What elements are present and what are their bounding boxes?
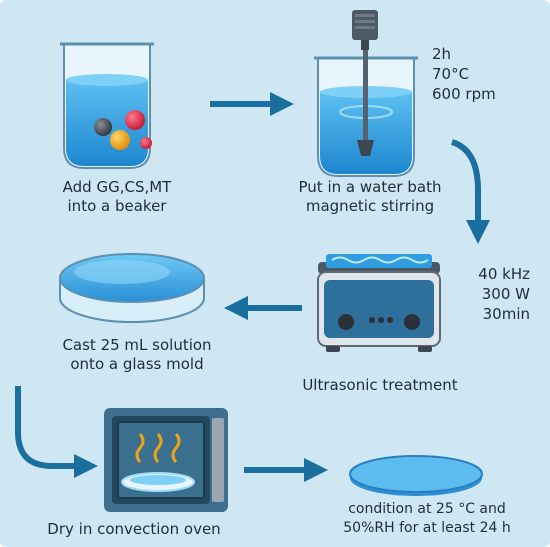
beaker-icon xyxy=(60,42,154,169)
step4-line2: onto a glass mold xyxy=(70,355,204,373)
step4-line1: Cast 25 mL solution xyxy=(62,336,212,354)
step6-line2: 50%RH for at least 24 h xyxy=(343,520,511,536)
step3-param-power: 300 W xyxy=(481,285,530,303)
step3-label: Ultrasonic treatment xyxy=(280,376,480,395)
step4-label: Cast 25 mL solution onto a glass mold xyxy=(42,336,232,374)
step2-parameters: 2h 70°C 600 rpm xyxy=(432,44,496,104)
step3-line1: Ultrasonic treatment xyxy=(302,376,458,394)
step3-param-frequency: 40 kHz xyxy=(478,265,530,283)
stirrer-beaker-icon xyxy=(314,10,418,177)
arrow-step2-to-step3 xyxy=(450,139,490,244)
ultrasonic-bath-icon xyxy=(317,254,441,352)
step5-line1: Dry in convection oven xyxy=(47,520,221,538)
film-disc-icon xyxy=(349,455,483,496)
arrow-step4-to-step5 xyxy=(15,386,98,478)
step3-parameters: 40 kHz 300 W 30min xyxy=(460,264,530,324)
step3-param-duration: 30min xyxy=(482,305,530,323)
petri-dish-icon xyxy=(59,253,205,323)
step2-line1: Put in a water bath xyxy=(298,178,442,196)
step2-line2: magnetic stirring xyxy=(305,197,435,215)
oven-icon xyxy=(104,408,228,512)
step1-label: Add GG,CS,MT into a beaker xyxy=(52,178,182,216)
step1-line1: Add GG,CS,MT xyxy=(62,178,172,196)
step2-param-temperature: 70°C xyxy=(432,65,470,83)
step6-line1: condition at 25 °C and xyxy=(348,501,506,517)
step2-label: Put in a water bath magnetic stirring xyxy=(270,178,470,216)
step5-label: Dry in convection oven xyxy=(24,520,244,539)
step2-param-time: 2h xyxy=(432,45,452,63)
step2-param-speed: 600 rpm xyxy=(432,85,496,103)
step6-label: condition at 25 °C and 50%RH for at leas… xyxy=(312,500,542,538)
step1-line2: into a beaker xyxy=(67,197,167,215)
